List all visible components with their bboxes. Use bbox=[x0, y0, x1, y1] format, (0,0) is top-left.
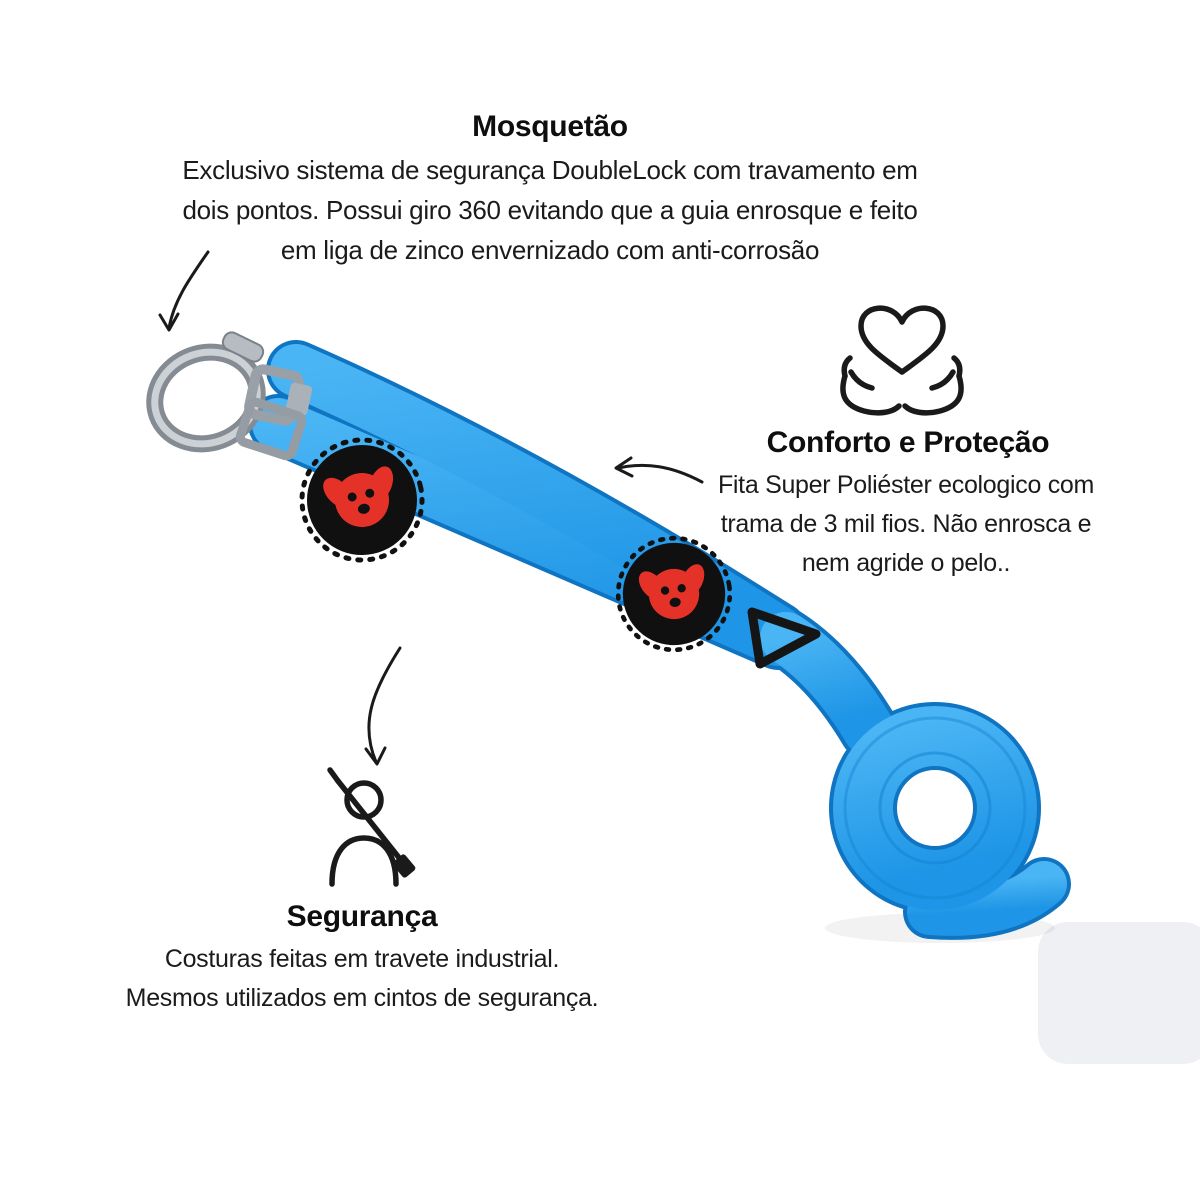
conforto-line: Fita Super Poliéster ecologico com bbox=[717, 471, 1095, 499]
mosquetao-line: Exclusivo sistema de segurança DoubleLoc… bbox=[182, 155, 918, 185]
leash-tail bbox=[907, 861, 1067, 936]
arrow-to-strap bbox=[616, 463, 704, 484]
mosquetao-title: Mosquetão bbox=[472, 110, 628, 143]
seatbelt-icon bbox=[327, 767, 416, 887]
leash-coil bbox=[833, 706, 1037, 910]
annotation-arrows bbox=[158, 250, 704, 766]
seguranca-line: Costuras feitas em travete industrial. bbox=[164, 945, 560, 973]
hands-holding-heart-icon bbox=[840, 305, 964, 416]
seguranca-line: Mesmos utilizados em cintos de segurança… bbox=[125, 984, 599, 1012]
strap-buckle bbox=[235, 397, 307, 461]
seguranca-description: Costuras feitas em travete industrial. M… bbox=[62, 940, 662, 1018]
carabiner bbox=[146, 331, 313, 461]
triangle-ring bbox=[747, 607, 821, 669]
conforto-line: trama de 3 mil fios. Não enrosca e bbox=[720, 510, 1092, 538]
mosquetao-line: dois pontos. Possui giro 360 evitando qu… bbox=[182, 195, 918, 225]
arrow-to-carabiner bbox=[167, 250, 210, 330]
mosquetao-line: em liga de zinco envernizado com anti-co… bbox=[280, 235, 820, 265]
brand-patch bbox=[615, 535, 733, 653]
arrow-to-seatbelt-icon bbox=[367, 646, 402, 764]
conforto-line: nem agride o pelo.. bbox=[801, 549, 1011, 577]
seguranca-title: Segurança bbox=[286, 900, 438, 933]
carabiner-lock-sleeve bbox=[221, 331, 265, 363]
conforto-title: Conforto e Proteção bbox=[766, 426, 1050, 459]
conforto-description: Fita Super Poliéster ecologico com trama… bbox=[690, 466, 1122, 583]
background-blob bbox=[1038, 922, 1200, 1064]
dog-logo-icon bbox=[638, 564, 705, 620]
brand-patch bbox=[299, 437, 425, 563]
mosquetao-description: Exclusivo sistema de segurança DoubleLoc… bbox=[130, 150, 970, 270]
dog-logo-icon bbox=[323, 466, 394, 527]
